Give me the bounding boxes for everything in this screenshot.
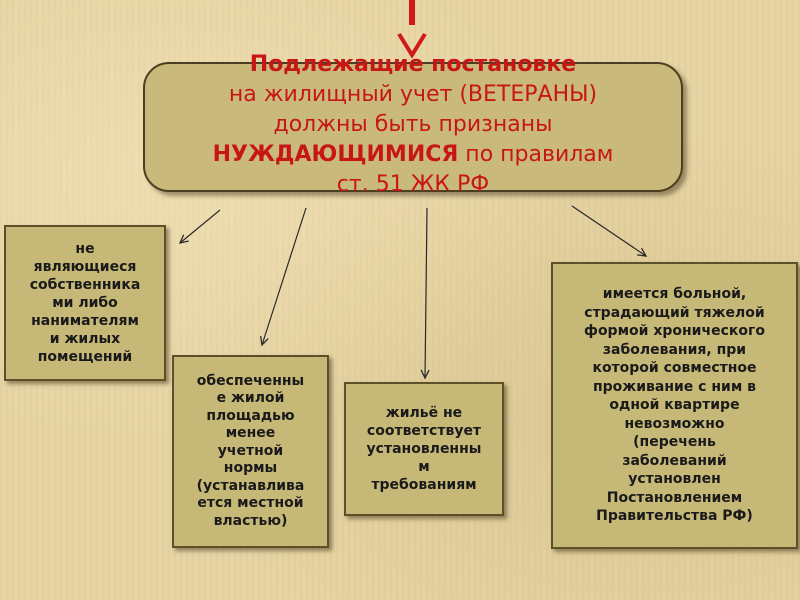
- box-2-line: нормы: [223, 460, 278, 477]
- box-1-line: не: [75, 241, 95, 257]
- box-4-line: заболеваний: [622, 452, 727, 469]
- box-4-line: заболевания, при: [602, 341, 747, 358]
- box-housing-nonconforming: жильё не соответствует установленны м тр…: [344, 382, 504, 516]
- box-4-line: проживание с ним в: [592, 378, 757, 395]
- box-2-line: менее: [225, 425, 276, 442]
- box-4-line: Постановлением: [606, 489, 743, 506]
- box-3-line: установленны: [366, 441, 482, 457]
- box-2-line: учетной: [217, 442, 284, 459]
- box-4-line: установлен: [628, 471, 721, 488]
- box-chronic-illness: имеется больной, страдающий тяжелой форм…: [551, 262, 798, 549]
- box-4-line: имеется больной,: [602, 286, 747, 303]
- box-2-line: обеспеченны: [196, 372, 305, 389]
- box-2-line: площадью: [206, 407, 295, 424]
- arrow-to-box-1: [178, 209, 221, 244]
- box-1-line: нанимателям: [31, 313, 139, 329]
- main-line-4-bold: НУЖДАЮЩИМИСЯ: [212, 142, 459, 167]
- box-4-line: одной квартире: [609, 397, 740, 414]
- box-2-line: (устанавлива: [196, 477, 305, 494]
- box-4-line: которой совместное: [592, 360, 757, 377]
- main-line-3: должны быть признаны: [273, 112, 553, 137]
- main-box: [143, 62, 683, 192]
- box-1-line: помещений: [37, 349, 133, 365]
- box-1-line: ми либо: [52, 295, 118, 311]
- arrow-to-box-4: [571, 205, 648, 257]
- box-below-norm-area: обеспеченны е жилой площадью менее учетн…: [172, 355, 329, 548]
- box-3-line: жильё не: [385, 405, 463, 421]
- main-line-5: ст. 51 ЖК РФ: [336, 172, 490, 197]
- box-2-line: властью): [213, 512, 288, 529]
- box-2-line: ется местной: [197, 495, 304, 512]
- top-red-arrow: [397, 0, 427, 59]
- box-4-line: (перечень: [633, 434, 716, 451]
- box-1-line: являющиеся: [33, 259, 137, 275]
- box-4-line: формой хронического: [584, 323, 765, 340]
- box-3-line: м: [418, 459, 430, 475]
- arrow-to-box-2: [259, 207, 307, 347]
- arrow-to-box-3: [420, 207, 430, 380]
- box-2-line: е жилой: [216, 390, 285, 407]
- box-4-line: Правительства РФ): [596, 508, 753, 525]
- main-line-1: Подлежащие постановке: [249, 52, 577, 77]
- box-not-owners: не являющиеся собственника ми либо наним…: [4, 225, 166, 381]
- main-statement: Подлежащие постановке на жилищный учет (…: [150, 50, 676, 200]
- box-3-line: соответствует: [366, 423, 482, 439]
- main-line-2: на жилищный учет (ВЕТЕРАНЫ): [228, 82, 598, 107]
- main-line-4: НУЖДАЮЩИМИСЯ по правилам: [150, 140, 676, 170]
- box-1-line: собственника: [29, 277, 141, 293]
- box-1-line: и жилых: [49, 331, 121, 347]
- box-3-line: требованиям: [371, 477, 477, 493]
- main-line-4-rest: по правилам: [458, 142, 614, 167]
- box-4-line: страдающий тяжелой: [584, 304, 765, 321]
- box-4-line: невозможно: [624, 415, 725, 432]
